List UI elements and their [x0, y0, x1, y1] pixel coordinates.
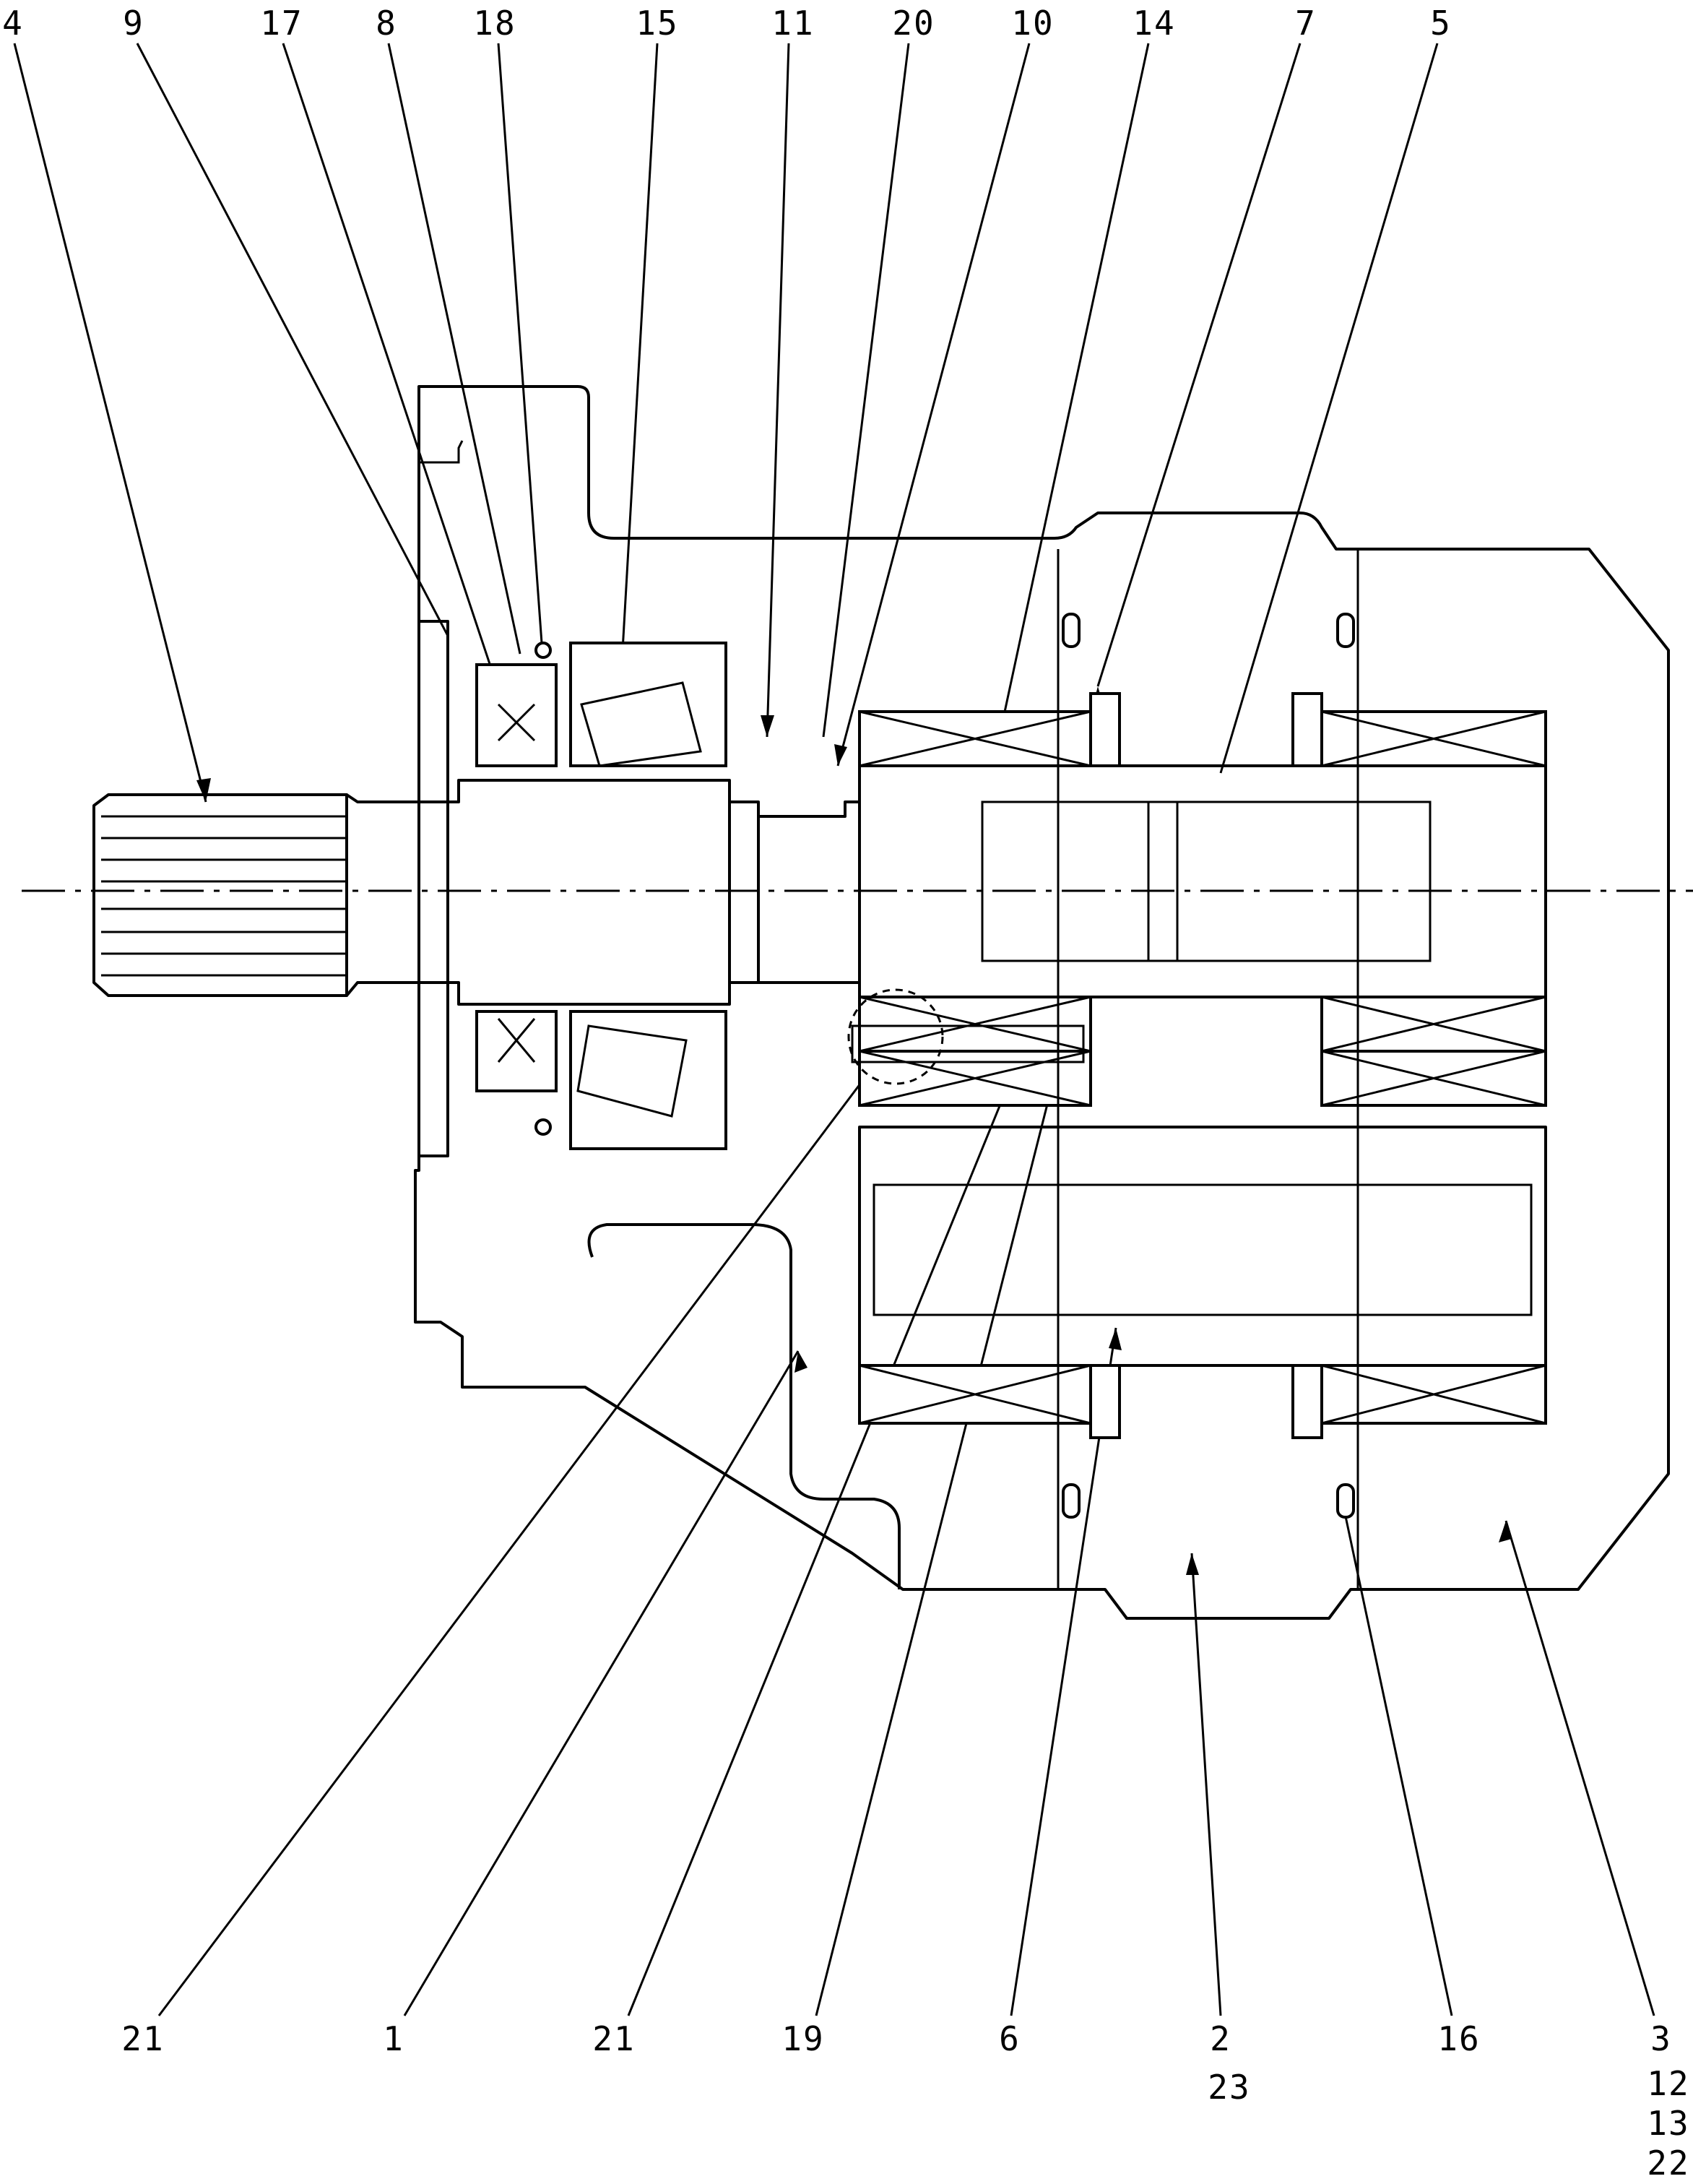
wear-plate-top-right — [1291, 692, 1323, 767]
o-ring-16 — [1336, 1483, 1355, 1519]
leader-4 — [13, 43, 207, 803]
bushing-mid2-right — [1320, 1050, 1547, 1107]
o-ring-top-left — [1062, 613, 1081, 648]
part-label-4: 4 — [2, 4, 24, 43]
part-label-14: 14 — [1133, 4, 1175, 43]
o-ring-18-top — [534, 642, 552, 659]
part-label-20: 20 — [892, 4, 935, 43]
part-label-19: 19 — [781, 2019, 824, 2058]
part-label-5: 5 — [1430, 4, 1452, 43]
shaft-body — [345, 779, 731, 1006]
wear-plate-bottom-right — [1291, 1364, 1323, 1439]
top-leader-lines — [13, 43, 1439, 803]
bushing-mid-right — [1320, 996, 1547, 1053]
part-label-3: 3 — [1650, 2019, 1672, 2058]
flange-face — [415, 440, 464, 1172]
leader-11 — [766, 43, 790, 738]
spline-teeth — [101, 815, 347, 977]
arrowhead-10 — [834, 744, 847, 766]
drive-gear — [858, 764, 1547, 998]
leader-7 — [1096, 43, 1302, 687]
top-part-labels: 4 9 17 8 18 15 11 20 10 14 7 5 — [2, 4, 1452, 43]
part-label-9: 9 — [123, 4, 144, 43]
housing-outline — [414, 385, 1670, 1620]
drive-shaft — [92, 779, 861, 1006]
part-label-7: 7 — [1295, 4, 1317, 43]
leader-18 — [497, 43, 543, 644]
part-label-22: 22 — [1647, 2144, 1689, 2183]
splined-shaft-end — [92, 793, 348, 997]
o-ring-bottom-left — [1062, 1483, 1081, 1519]
wear-plate-top — [1089, 692, 1121, 767]
bottom-leader-lines — [157, 1032, 1655, 2016]
arrowhead-3 — [1499, 1521, 1512, 1542]
leader-21-left — [157, 1050, 886, 2016]
bushing-bottom-right — [1320, 1364, 1547, 1425]
shaft-seal-bottom — [475, 1010, 558, 1092]
part-label-17: 17 — [260, 4, 303, 43]
bushing-mid-left — [858, 996, 1092, 1053]
detail-circle — [847, 988, 944, 1085]
tapered-bearing-bottom — [569, 1010, 727, 1150]
port-cutout — [587, 1223, 901, 1589]
drive-gear-bore — [981, 800, 1432, 962]
wear-plate-bottom — [1089, 1364, 1121, 1439]
pump-housing — [414, 385, 1670, 1620]
dowel-pin-19 — [851, 1024, 1085, 1063]
part-label-11: 11 — [771, 4, 814, 43]
part-label-8: 8 — [376, 4, 397, 43]
leader-arrowheads — [196, 686, 1512, 1575]
gear-set — [847, 692, 1547, 1439]
part-label-16: 16 — [1437, 2019, 1480, 2058]
arrowhead-2 — [1186, 1553, 1199, 1575]
part-label-15: 15 — [636, 4, 678, 43]
bushing-top-right — [1320, 710, 1547, 767]
leader-2 — [1190, 1553, 1222, 2016]
part-label-18: 18 — [473, 4, 516, 43]
leader-3 — [1504, 1520, 1655, 2016]
tapered-bearing-top — [569, 642, 727, 767]
leader-8 — [387, 43, 521, 655]
part-label-6: 6 — [999, 2019, 1021, 2058]
o-ring-top-right — [1336, 613, 1355, 648]
arrowhead-11 — [761, 715, 774, 737]
leader-16 — [1342, 1506, 1453, 2016]
flange-step — [419, 620, 449, 1157]
body-seals — [1057, 549, 1359, 1589]
arrowhead-4 — [196, 778, 211, 802]
arrowhead-1 — [794, 1351, 807, 1373]
front-bearings — [475, 642, 727, 1150]
shaft-neck — [729, 800, 760, 984]
driven-gear-inner — [873, 1183, 1533, 1316]
part-label-23: 23 — [1208, 2068, 1250, 2107]
leader-6 — [1010, 1327, 1117, 2016]
shaft-collar — [758, 800, 861, 984]
part-label-13: 13 — [1647, 2104, 1689, 2143]
part-label-10: 10 — [1011, 4, 1054, 43]
leader-5 — [1219, 43, 1439, 774]
leader-20 — [822, 43, 910, 738]
part-label-21-left: 21 — [121, 2019, 164, 2058]
bottom-part-labels: 21 1 21 19 6 2 23 16 3 12 13 22 — [121, 2019, 1689, 2183]
leader-17 — [282, 43, 511, 723]
arrowhead-6 — [1109, 1328, 1122, 1350]
leader-10 — [836, 43, 1031, 767]
bushing-bottom-left — [858, 1364, 1092, 1425]
leader-14 — [1003, 43, 1150, 716]
driven-gear — [858, 1126, 1547, 1367]
shaft-seal-top — [475, 663, 558, 767]
part-label-2: 2 — [1210, 2019, 1231, 2058]
leader-15 — [621, 43, 659, 651]
part-label-1: 1 — [383, 2019, 404, 2058]
o-ring-18-bottom — [534, 1118, 552, 1136]
leader-19 — [815, 1032, 1067, 2016]
leader-1 — [403, 1350, 800, 2016]
leader-9 — [136, 43, 449, 636]
part-label-21-right: 21 — [592, 2019, 635, 2058]
bushing-top-left — [858, 710, 1092, 767]
leader-21-right — [627, 1050, 1023, 2016]
bushing-mid2-left — [858, 1050, 1092, 1107]
part-label-12: 12 — [1647, 2064, 1689, 2103]
